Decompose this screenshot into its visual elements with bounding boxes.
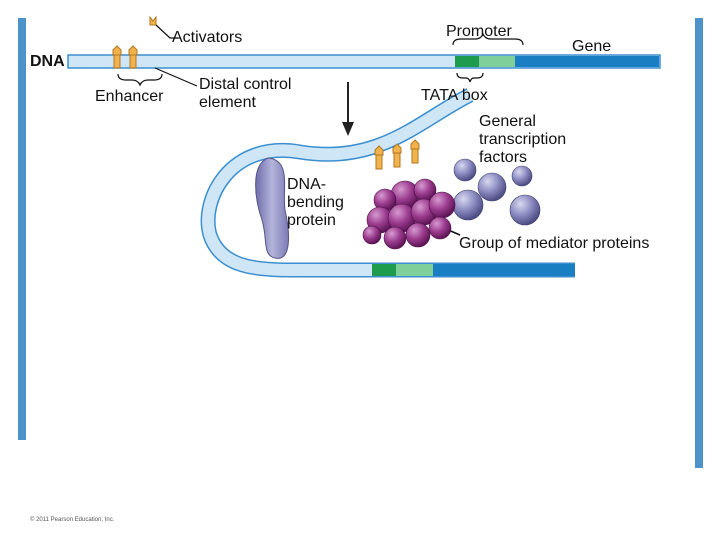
label-group-of-mediator-proteins: Group of mediator proteins	[459, 235, 650, 252]
distal-element-leader	[154, 67, 198, 87]
activator-protein-top	[112, 45, 138, 69]
tata-box-segment-bottom	[372, 264, 396, 276]
label-dna: DNA	[30, 53, 65, 70]
copyright-notice: © 2011 Pearson Education, Inc.	[30, 517, 115, 523]
activators-leader	[155, 24, 178, 39]
label-enhancer: Enhancer	[95, 88, 164, 105]
transcription-factor-sphere	[511, 165, 533, 187]
gene-segment-bottom	[433, 264, 575, 276]
label-distal-control-element: Distal control element	[199, 76, 292, 111]
promoter-segment-bottom	[396, 264, 433, 276]
promoter-segment-top	[479, 56, 515, 67]
tata-box-segment-top	[455, 56, 479, 67]
dna-bending-protein-shape	[255, 157, 289, 259]
dna-loop-fill	[202, 89, 575, 276]
transition-arrow-head	[342, 122, 354, 136]
transcription-factor-sphere	[453, 158, 477, 182]
gene-segment-top	[515, 56, 659, 67]
transcription-factor-sphere	[477, 172, 507, 202]
label-activators: Activators	[172, 29, 243, 46]
promoter-brace	[452, 32, 524, 46]
tata-brace	[456, 72, 484, 83]
label-general-transcription-factors: General transcription factors	[479, 113, 567, 166]
mediator-protein-cluster	[362, 178, 456, 250]
enhancer-brace	[117, 73, 163, 87]
label-promoter: Promoter	[446, 23, 512, 40]
activator-icon-legend	[149, 15, 157, 26]
label-tata-box: TATA box	[421, 87, 488, 104]
label-dna-bending-protein: DNA- bending protein	[287, 176, 344, 229]
activator-protein-loop	[374, 139, 420, 170]
label-gene: Gene	[572, 38, 612, 55]
left-side-bar	[18, 18, 26, 440]
transcription-factor-sphere	[509, 194, 541, 226]
right-side-bar	[695, 18, 703, 468]
transcription-factor-sphere	[452, 189, 484, 221]
general-transcription-factor-group	[452, 158, 541, 226]
